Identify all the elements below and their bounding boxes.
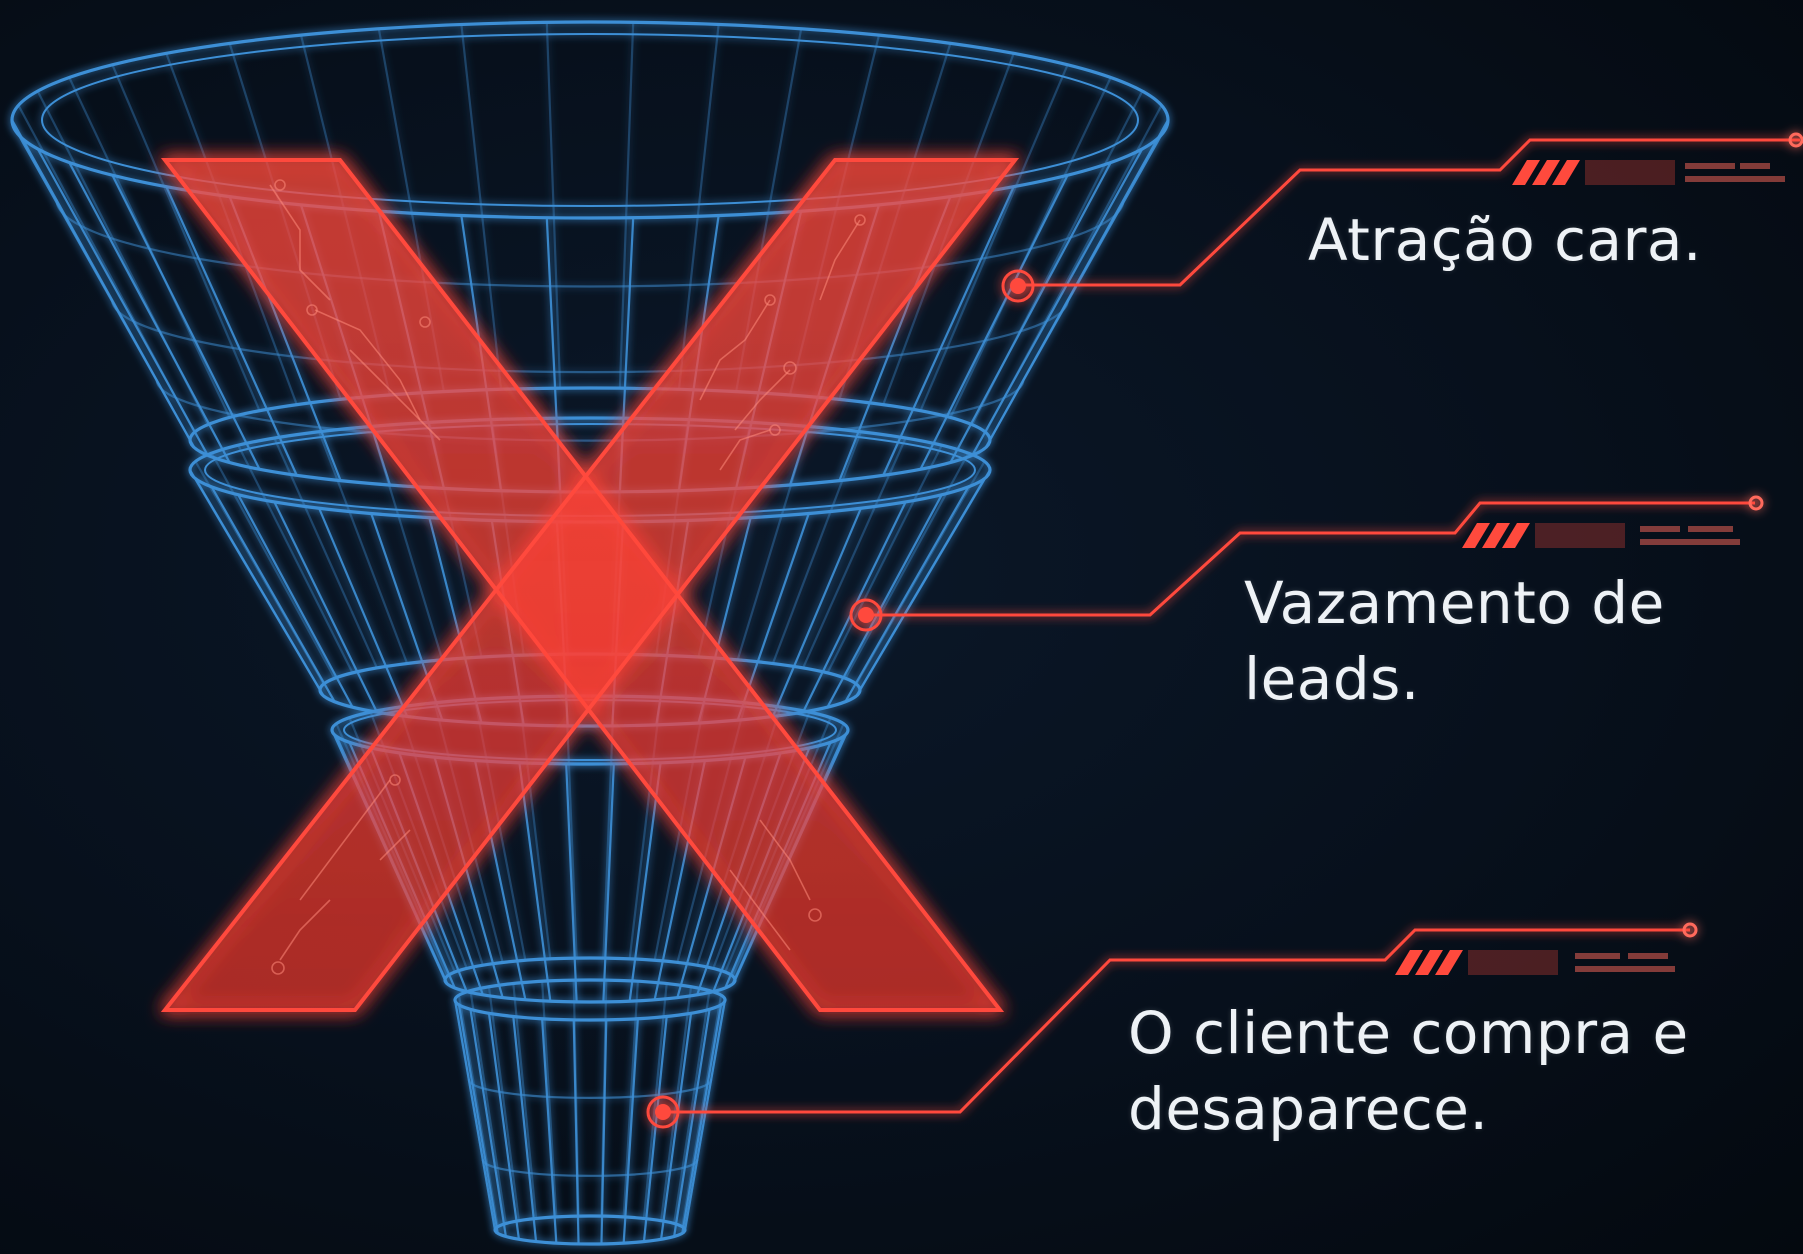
funnel-rib-back [949,76,1112,419]
callout-connector-3 [646,922,1698,1129]
funnel-rib-back [858,468,992,692]
funnel-rim [443,956,737,1004]
callout-end-dot [1788,132,1803,148]
funnel-rib-back [111,63,261,412]
callout-connectors [646,132,1803,1129]
funnel-rib [642,1015,668,1243]
funnel-rib-back [237,444,354,674]
funnel-rib [681,1003,723,1235]
funnel-rib [194,477,325,698]
funnel-rib-back [673,989,711,1225]
funnel-rib [210,485,336,703]
funnel-rib [165,185,298,477]
callout-node-icon [849,598,883,632]
funnel-rim [453,978,727,1022]
funnel-rib [660,1012,693,1241]
callout-node-icon [1001,269,1035,303]
funnel-rib-back [826,444,943,674]
funnel-rib-back [469,989,507,1225]
funnel-rib [512,1015,538,1243]
callout-tag-2 [1462,523,1740,548]
callout-label-2: Vazamento de leads. [1244,565,1665,717]
funnel-rib [36,147,209,457]
funnel-rib-back [370,425,444,661]
funnel-rib-back [512,982,538,1220]
funnel-rib [622,1017,639,1245]
funnel-rib [602,762,615,1004]
funnel-rib-back [984,104,1163,434]
funnel-rib [882,185,1015,477]
funnel-rib-back [771,430,863,665]
funnel-rib-back [622,980,639,1219]
funnel-ring [467,1078,713,1100]
callout-label-line: O cliente compra e [1128,999,1689,1067]
funnel-rib [771,507,863,718]
circuit-traces [269,179,866,975]
funnel-ring [55,198,1125,288]
funnel-rib-back [677,23,720,391]
funnel-rib-back [541,980,558,1219]
callout-label-1: Atração cara. [1308,202,1702,278]
callout-end-dot [1748,495,1764,511]
funnel-rib [541,1017,558,1245]
funnel-rib-back [683,998,727,1232]
funnel-rib [469,1008,507,1238]
funnel-rib-back [736,425,810,661]
callout-label-3: O cliente compra e desaparece. [1128,995,1689,1147]
callout-end-dot [1682,922,1698,938]
funnel-ring [111,298,1069,374]
callout-label-line: leads. [1244,645,1420,713]
funnel-rib [565,762,578,1004]
funnel-rib-back [801,436,907,669]
funnel-ring [155,378,1025,442]
funnel-rib [919,174,1069,471]
funnel-rib [237,493,354,709]
funnel-rib-back [844,452,970,680]
funnel-rim [10,20,1170,220]
funnel-rib-back [453,998,497,1232]
funnel-rib [826,493,943,709]
callout-tag-1 [1512,160,1785,185]
funnel-rib-back [642,982,668,1220]
funnel-rib [518,761,552,1003]
funnel-rib [457,1003,499,1235]
x-cross-icon [160,158,1020,1012]
funnel-rib-back [855,460,986,686]
callout-label-line: Vazamento de [1244,569,1665,637]
callout-label-line: desaparece. [1128,1075,1489,1143]
funnel-rib-back [487,985,520,1222]
funnel-rib [673,1008,711,1238]
funnel-rib [487,1012,520,1241]
callout-node-icon [646,1095,680,1129]
funnel-rib [111,174,261,471]
funnel-rib [17,133,196,449]
callout-connector-2 [849,495,1764,632]
callout-tag-3 [1395,950,1675,975]
funnel-rib-back [210,452,336,680]
funnel-rim [493,1214,687,1246]
funnel-rib-back [919,63,1069,412]
funnel-rib [628,761,662,1003]
funnel-rib [68,161,231,464]
funnel-rib-back [971,90,1144,426]
funnel-rib-back [273,436,379,669]
funnel-inner-lip [41,33,1139,207]
funnel-rib [273,500,379,714]
funnel-rib-back [317,430,409,665]
funnel-ring [481,1158,699,1177]
funnel-rib-back [565,695,578,960]
funnel-rib [317,507,409,718]
callout-label-line: Atração cara. [1308,206,1702,274]
funnel-rib-back [460,23,503,391]
funnel-rib-back [457,994,499,1228]
callout-connector-1 [1001,132,1803,303]
